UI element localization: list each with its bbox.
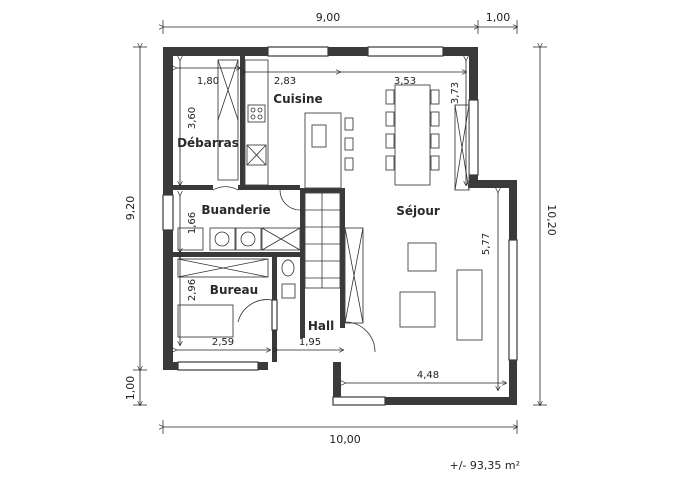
dim-buanderie-depth: 1,66 [187,212,198,234]
dim-right-total: 10,20 [545,204,558,236]
desk [177,304,234,338]
dim-top-total: 9,00 [316,11,341,24]
room-label-bureau: Bureau [210,283,258,297]
armchair [407,242,437,272]
dim-bottom-total: 10,00 [329,433,361,446]
coffee-table [399,291,436,328]
toilet-icon [281,259,295,277]
dim-debarras-width: 1,80 [197,76,219,87]
dim-sejour-top-width: 3,53 [394,76,416,87]
dim-sejour-depth: 5,77 [481,233,492,255]
dim-bureau-width: 2,59 [212,337,234,348]
washer-icon [209,227,236,251]
dryer-icon [235,227,262,251]
interior-walls [173,56,345,362]
sink-icon [311,124,327,148]
dim-top-extra: 1,00 [486,11,511,24]
dimension-lines [133,20,547,434]
room-label-debarras: Débarras [177,136,239,150]
dim-cuisine-width: 2,83 [274,76,296,87]
dim-left-bottom: 1,00 [124,376,137,401]
dim-left-total: 9,20 [124,196,137,221]
cooktop-icon [247,104,266,123]
total-area: +/- 93,35 m² [449,459,520,472]
dim-bureau-depth: 2,96 [187,279,198,301]
staircase [304,192,341,289]
room-label-buanderie: Buanderie [201,203,270,217]
inner-dimension-lines [176,60,506,390]
room-label-sejour: Séjour [396,204,440,218]
dim-debarras-depth: 3,60 [187,107,198,129]
room-label-cuisine: Cuisine [273,92,322,106]
room-label-hall: Hall [308,319,334,333]
dim-sejour-top-depth: 3,73 [450,82,461,104]
fixtures [177,59,483,353]
dining-table [394,84,431,186]
dim-hall-width: 1,95 [299,337,321,348]
sofa [456,269,483,341]
dim-sejour-bottom-width: 4,48 [417,370,439,381]
